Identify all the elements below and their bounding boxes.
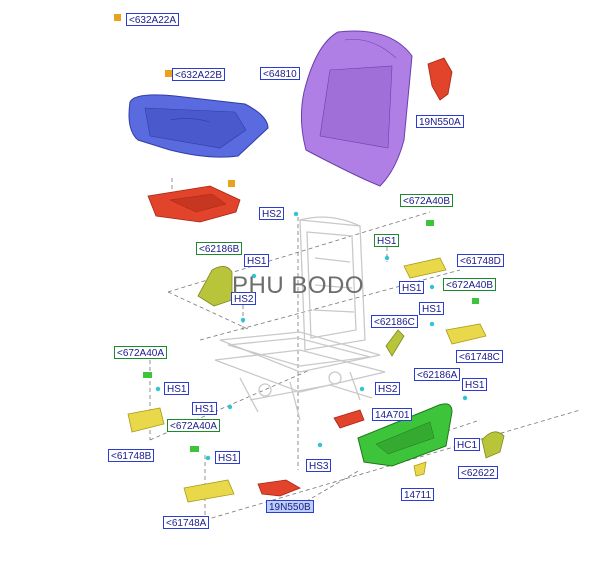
seat-heater-pad (147, 185, 241, 223)
side-shield-right (357, 403, 453, 467)
label-61748a[interactable]: <61748A (163, 516, 210, 529)
label-672a40b-top[interactable]: <672A40B (400, 194, 453, 207)
label-hs1-c[interactable]: HS1 (399, 281, 425, 294)
label-62186c[interactable]: <62186C (371, 315, 418, 328)
seat-cushion (128, 94, 269, 158)
label-62186b[interactable]: <62186B (196, 242, 243, 255)
label-672a40b-mid[interactable]: <672A40B (443, 278, 496, 291)
label-hs1-g[interactable]: HS1 (192, 402, 218, 415)
label-hs1-h[interactable]: HS1 (215, 451, 241, 464)
label-hc1[interactable]: HC1 (454, 438, 481, 451)
label-hs2-left[interactable]: HS2 (231, 292, 257, 305)
label-632a22b[interactable]: <632A22B (172, 68, 225, 81)
bracket-61748a (183, 479, 235, 503)
label-672a40a-mid[interactable]: <672A40A (167, 419, 220, 432)
label-hs2-mid[interactable]: HS2 (375, 382, 401, 395)
label-hs3[interactable]: HS3 (306, 459, 332, 472)
label-61748c[interactable]: <61748C (456, 350, 503, 363)
bullet-icon (165, 70, 172, 77)
bullet-icon (228, 180, 235, 187)
label-62186a[interactable]: <62186A (414, 368, 461, 381)
label-hs2-top[interactable]: HS2 (259, 207, 285, 220)
bracket-61748c (445, 323, 487, 345)
trim-62186c (385, 329, 405, 357)
clip-672a40a-mid (190, 446, 199, 452)
recliner-handle (481, 431, 505, 459)
label-hs1-b[interactable]: HS1 (244, 254, 270, 267)
label-19n550b[interactable]: 19N550B (266, 500, 314, 513)
label-672a40a-left[interactable]: <672A40A (114, 346, 167, 359)
label-61748b[interactable]: <61748B (108, 449, 155, 462)
watermark-text: PHU BODO (232, 272, 365, 299)
label-19n550a[interactable]: 19N550A (416, 115, 464, 128)
label-14a701[interactable]: 14A701 (372, 408, 413, 421)
label-632a22a[interactable]: <632A22A (126, 13, 179, 26)
label-hs1-f[interactable]: HS1 (462, 378, 488, 391)
module-14a701 (333, 409, 365, 429)
label-64810[interactable]: <64810 (260, 67, 300, 80)
harness-19n550b (257, 479, 301, 497)
bullet-icon (114, 14, 121, 21)
bracket-61748b (127, 407, 165, 433)
label-hs1-e[interactable]: HS1 (164, 382, 190, 395)
clip-672a40b-top (426, 220, 434, 226)
knob-14711 (413, 461, 427, 477)
leader-lines (149, 178, 581, 521)
side-shield-left (197, 266, 233, 307)
clip-672a40b-mid (472, 298, 479, 304)
bracket-61748d (403, 257, 447, 279)
label-61748d[interactable]: <61748D (457, 254, 504, 267)
label-62622[interactable]: <62622 (458, 466, 498, 479)
clip-672a40a-left (143, 372, 152, 378)
backrest-cushion (300, 30, 413, 187)
seat-frame (214, 216, 386, 421)
label-14711[interactable]: 14711 (401, 488, 435, 501)
backrest-heater (427, 57, 453, 101)
label-hs1-d[interactable]: HS1 (419, 302, 445, 315)
label-hs1-a[interactable]: HS1 (374, 234, 400, 247)
